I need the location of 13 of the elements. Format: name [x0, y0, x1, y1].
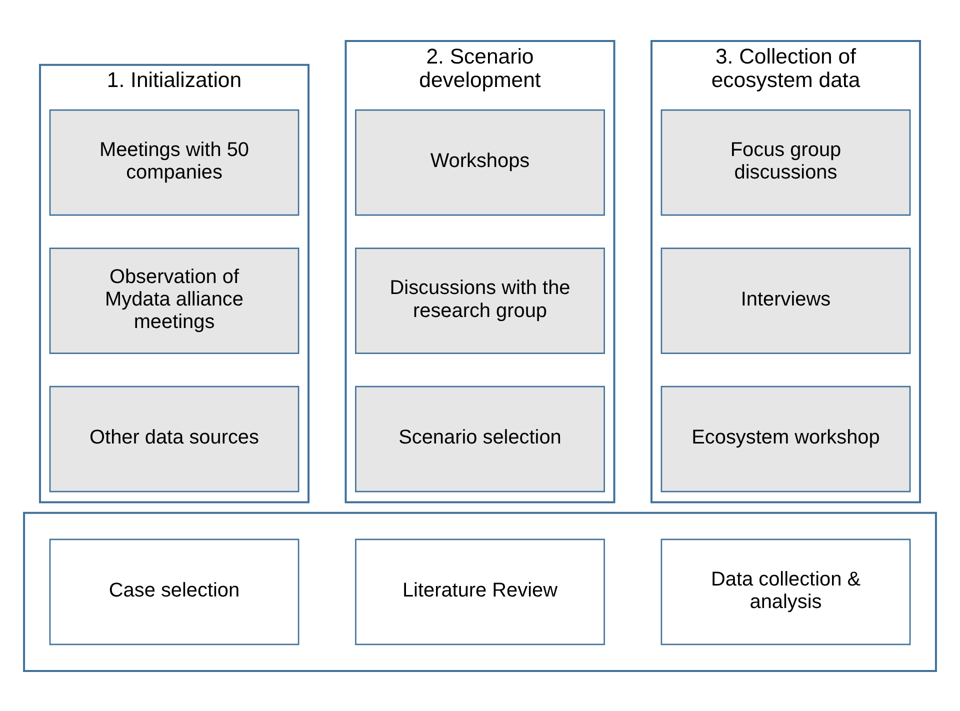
node-box: Data collection & analysis: [660, 538, 911, 645]
node-box: Discussions with the research group: [355, 247, 605, 354]
node-box: Focus group discussions: [660, 108, 911, 216]
node-box: Scenario selection: [355, 385, 605, 492]
node-box: Workshops: [355, 108, 605, 216]
node-box: Literature Review: [355, 538, 605, 645]
cluster: [23, 511, 937, 672]
node-box: Ecosystem workshop: [660, 385, 911, 492]
node-box: Case selection: [49, 538, 300, 645]
node-box: Meetings with 50 companies: [49, 108, 300, 216]
node-box: Other data sources: [49, 385, 300, 492]
node-box: Interviews: [660, 247, 911, 354]
node-box: Observation of Mydata alliance meetings: [49, 247, 300, 354]
